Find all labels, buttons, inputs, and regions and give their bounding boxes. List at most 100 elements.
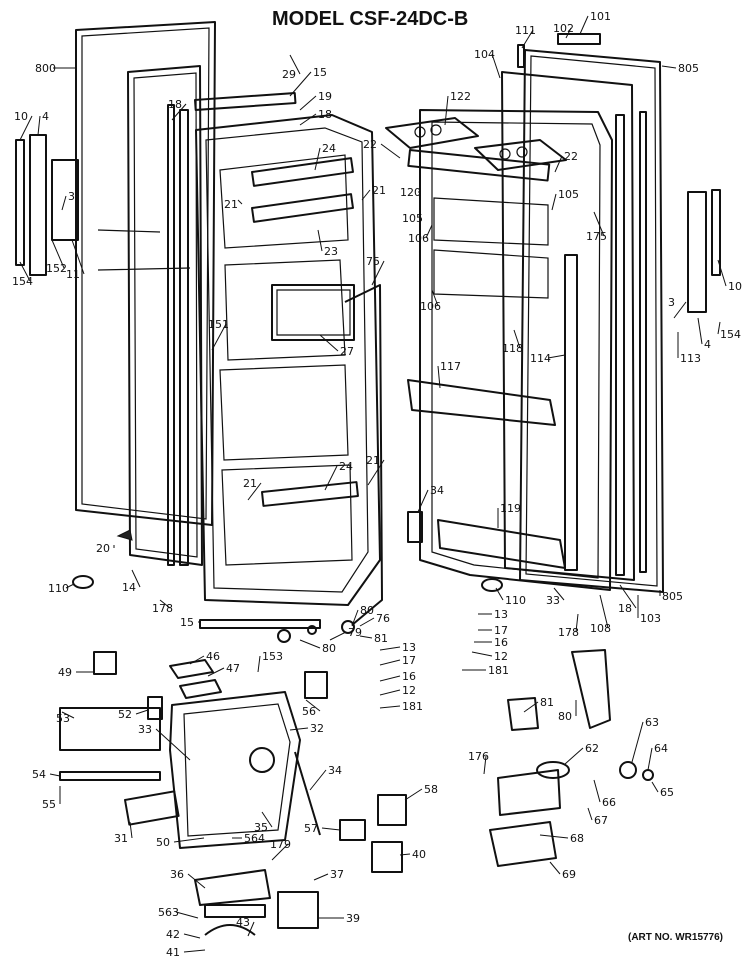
fresh-food-door-gasket [501,71,635,581]
callout-178: 178 [152,602,173,615]
callout-108: 108 [590,622,611,635]
leader-line-110 [495,587,504,601]
leader-line-42 [183,933,201,939]
leader-line-57 [321,827,341,831]
freezer-door-gasket [127,65,203,566]
callout-4: 4 [704,338,711,351]
leader-line-10 [19,115,33,141]
callout-154: 154 [720,328,741,341]
leader-line-24 [324,465,338,491]
callout-35: 35 [254,821,268,834]
callout-117: 117 [440,360,461,373]
callout-805: 805 [678,62,699,75]
callout-57: 57 [304,822,318,835]
callout-181: 181 [488,664,509,677]
callout-75: 75 [366,255,380,268]
callout-18: 18 [618,602,632,615]
leader-line-11 [71,239,85,275]
leader-line-56 [305,699,321,712]
leader-line-81 [523,701,539,713]
leader-line-108 [599,594,609,629]
callout-64: 64 [654,742,668,755]
callout-33: 33 [138,723,152,736]
callout-66: 66 [602,796,616,809]
leader-line-178 [159,599,171,609]
callout-110: 110 [48,582,69,595]
leader-line-102 [565,27,572,39]
callout-46: 46 [206,650,220,663]
leader-line-33 [553,587,565,601]
callout-111: 111 [515,24,536,37]
callout-68: 68 [570,832,584,845]
callout-53: 53 [56,712,70,725]
leader-line-43 [247,921,255,937]
leader-line-53 [61,711,75,719]
leader-line-153 [257,655,261,673]
callout-22: 22 [363,138,377,151]
callout-50: 50 [156,836,170,849]
diagram-title: MODEL CSF-24DC-B [272,8,468,30]
callout-805: 805 [662,590,683,603]
callout-47: 47 [226,662,240,675]
callout-105: 105 [558,188,579,201]
callout-118: 118 [502,342,523,355]
leader-line-69 [549,861,561,875]
callout-153: 153 [262,650,283,663]
callout-43: 43 [236,916,250,929]
leader-line-178 [575,613,579,633]
callout-17: 17 [494,624,508,637]
callout-102: 102 [553,22,574,35]
callout-119: 119 [500,502,521,515]
callout-81: 81 [374,632,388,645]
callout-104: 104 [474,48,495,61]
callout-151: 151 [208,318,229,331]
callout-122: 122 [450,90,471,103]
leader-line-50 [173,837,205,843]
leader-line-181 [379,705,401,709]
leader-line-52 [135,709,149,715]
callout-65: 65 [660,786,674,799]
leader-line-76 [359,617,375,627]
callout-152: 152 [46,262,67,275]
callout-3: 3 [668,296,675,309]
leader-line-22 [554,155,563,173]
leader-line-563 [175,911,199,919]
freezer-shelf-bars [251,157,359,507]
callout-18: 18 [168,98,182,111]
callout-58: 58 [424,783,438,796]
callout-42: 42 [166,928,180,941]
callout-21: 21 [224,198,238,211]
fresh-food-door-liner [419,109,613,591]
leader-line-13 [379,646,401,651]
callout-24: 24 [322,142,336,155]
callout-41: 41 [166,946,180,959]
callout-21: 21 [372,184,386,197]
leader-line-32 [289,727,309,731]
leader-line-106 [431,289,439,307]
callout-16: 16 [402,670,416,683]
leader-line-24 [314,147,321,171]
leader-line-46 [189,655,205,665]
leader-line-34 [309,769,327,791]
leader-line-122 [444,95,449,126]
callout-31: 31 [114,832,128,845]
callout-10: 10 [728,280,742,293]
callout-18: 18 [318,108,332,121]
leader-line-33 [155,728,191,761]
fresh-food-door-panel-805 [519,49,664,593]
leader-line-152 [51,239,65,269]
callout-11: 11 [66,268,80,281]
leader-line-80 [299,639,321,649]
callout-178: 178 [558,626,579,639]
leader-line-105 [551,193,557,211]
callout-56: 56 [302,705,316,718]
leader-line-118 [513,329,521,349]
leader-line-805 [661,65,677,69]
leader-line-22 [380,143,401,159]
callout-12: 12 [494,650,508,663]
leader-line-18 [171,103,187,121]
leader-line-10 [717,259,727,287]
callout-13: 13 [402,641,416,654]
leader-line-21 [237,199,243,205]
